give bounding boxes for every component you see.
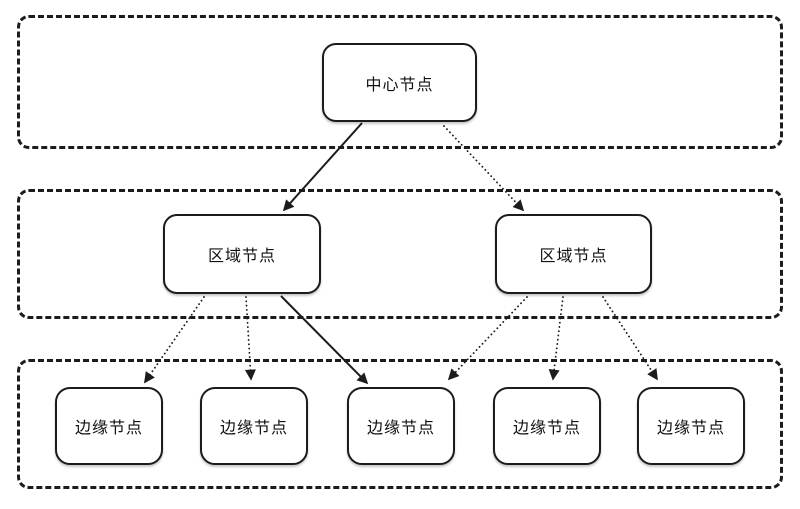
node-region-1[interactable]: 区域节点 <box>163 214 321 294</box>
node-edge-5[interactable]: 边缘节点 <box>637 387 745 465</box>
core-tier-container <box>17 15 783 149</box>
edge-tier-container <box>17 359 783 489</box>
node-edge-4[interactable]: 边缘节点 <box>493 387 601 465</box>
node-edge-1[interactable]: 边缘节点 <box>55 387 163 465</box>
node-edge-2[interactable]: 边缘节点 <box>200 387 308 465</box>
node-region-1-label: 区域节点 <box>207 248 276 265</box>
node-edge-3[interactable]: 边缘节点 <box>347 387 455 465</box>
node-center-label: 中心节点 <box>365 76 434 94</box>
node-edge-2-label: 边缘节点 <box>219 420 288 437</box>
node-region-2-label: 区域节点 <box>539 248 608 265</box>
node-edge-4-label: 边缘节点 <box>512 420 581 437</box>
node-edge-1-label: 边缘节点 <box>74 420 143 437</box>
node-center[interactable]: 中心节点 <box>322 43 477 122</box>
node-edge-5-label: 边缘节点 <box>656 420 725 437</box>
node-region-2[interactable]: 区域节点 <box>495 214 652 294</box>
node-edge-3-label: 边缘节点 <box>366 420 435 437</box>
regional-tier-container <box>17 189 783 319</box>
